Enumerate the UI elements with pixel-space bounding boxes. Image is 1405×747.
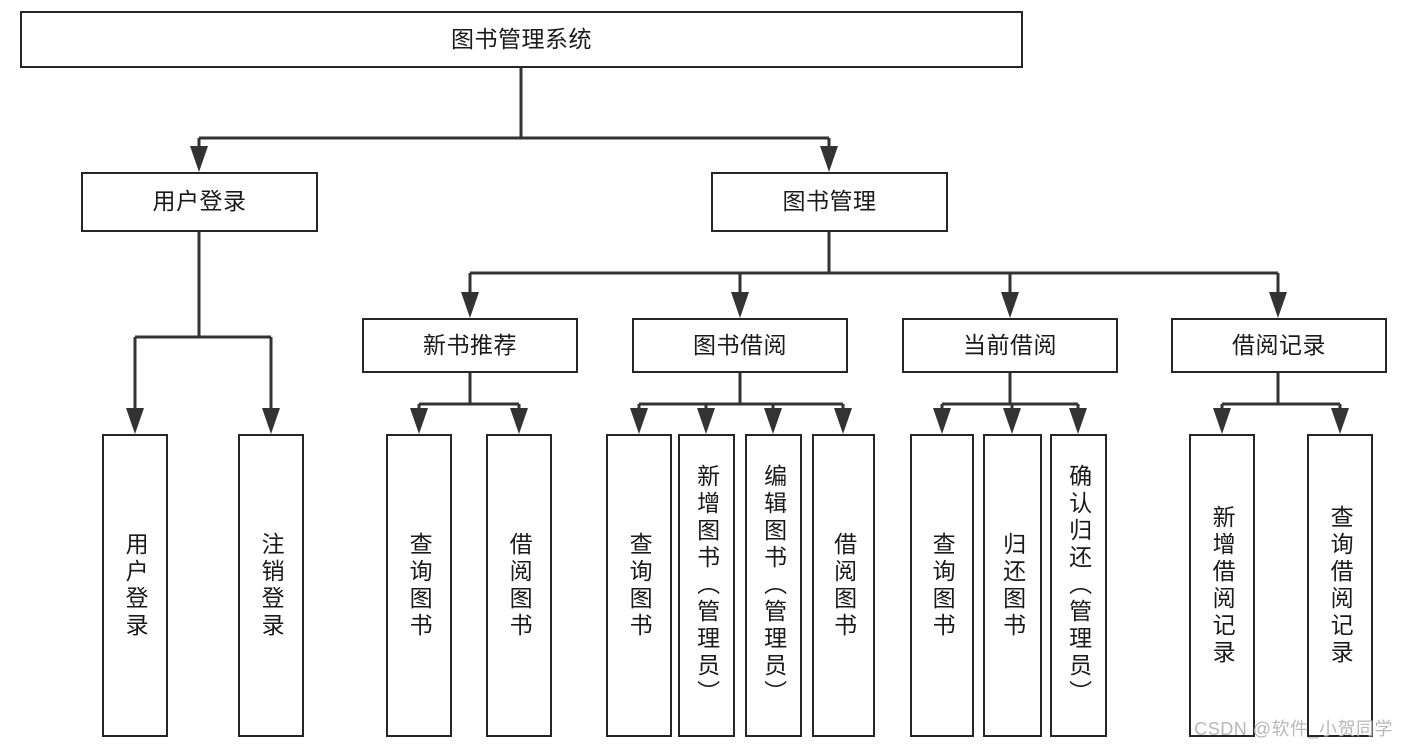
node-label-leaf-query-book-1: 查询图书: [406, 531, 433, 640]
conn-book-manage-arrowhead-2: [1001, 292, 1019, 318]
node-label-root: 图书管理系统: [451, 25, 592, 52]
node-book-manage[interactable]: 图书管理: [711, 172, 948, 232]
node-label-leaf-confirm-return: 确认归还（管理员）: [1065, 464, 1092, 707]
node-user-login[interactable]: 用户登录: [81, 172, 318, 232]
conn-current-borrow-arrowhead-2: [1069, 408, 1087, 434]
conn-borrow-record-arrowhead-0: [1213, 408, 1231, 434]
node-leaf-query-book-2[interactable]: 查询图书: [606, 434, 672, 737]
node-borrow-record[interactable]: 借阅记录: [1171, 318, 1387, 373]
conn-book-borrow-arrowhead-0: [630, 408, 648, 434]
node-label-leaf-borrow-book-2: 借阅图书: [830, 531, 857, 640]
node-new-book-rec[interactable]: 新书推荐: [362, 318, 578, 373]
conn-borrow-record-arrowhead-1: [1331, 408, 1349, 434]
node-label-leaf-add-record: 新增借阅记录: [1209, 504, 1236, 667]
node-label-leaf-return-book: 归还图书: [999, 531, 1026, 640]
node-label-leaf-query-book-2: 查询图书: [626, 531, 653, 640]
conn-book-borrow-arrowhead-2: [764, 408, 782, 434]
node-label-leaf-user-login: 用户登录: [122, 531, 149, 640]
node-leaf-add-book[interactable]: 新增图书（管理员）: [678, 434, 735, 737]
node-leaf-confirm-return[interactable]: 确认归还（管理员）: [1050, 434, 1107, 737]
node-label-leaf-query-record: 查询借阅记录: [1327, 504, 1354, 667]
node-label-user-login: 用户登录: [152, 188, 247, 215]
node-label-borrow-record: 借阅记录: [1232, 331, 1326, 358]
conn-book-manage-arrowhead-1: [731, 292, 749, 318]
node-label-leaf-add-book: 新增图书（管理员）: [693, 464, 720, 707]
conn-book-borrow-arrowhead-3: [834, 408, 852, 434]
conn-root-arrowhead-0: [190, 146, 208, 172]
node-root[interactable]: 图书管理系统: [20, 11, 1023, 68]
conn-new-book-rec-arrowhead-1: [510, 408, 528, 434]
conn-book-manage-arrowhead-3: [1269, 292, 1287, 318]
node-leaf-user-logout[interactable]: 注销登录: [238, 434, 304, 737]
node-leaf-query-book-3[interactable]: 查询图书: [910, 434, 974, 737]
node-label-book-borrow: 图书借阅: [693, 331, 787, 358]
conn-user-login-arrowhead-1: [262, 408, 280, 434]
node-label-new-book-rec: 新书推荐: [423, 331, 517, 358]
node-leaf-return-book[interactable]: 归还图书: [983, 434, 1042, 737]
node-label-book-manage: 图书管理: [782, 188, 877, 215]
node-book-borrow[interactable]: 图书借阅: [632, 318, 848, 373]
node-leaf-query-book-1[interactable]: 查询图书: [386, 434, 452, 737]
node-leaf-borrow-book-2[interactable]: 借阅图书: [812, 434, 875, 737]
conn-book-borrow-arrowhead-1: [697, 408, 715, 434]
node-label-leaf-query-book-3: 查询图书: [929, 531, 956, 640]
node-label-current-borrow: 当前借阅: [963, 331, 1057, 358]
node-leaf-add-record[interactable]: 新增借阅记录: [1189, 434, 1255, 737]
node-leaf-user-login[interactable]: 用户登录: [102, 434, 168, 737]
node-current-borrow[interactable]: 当前借阅: [902, 318, 1118, 373]
node-label-leaf-edit-book: 编辑图书（管理员）: [760, 464, 787, 707]
conn-current-borrow-arrowhead-1: [1003, 408, 1021, 434]
node-leaf-query-record[interactable]: 查询借阅记录: [1307, 434, 1373, 737]
node-label-leaf-borrow-book-1: 借阅图书: [506, 531, 533, 640]
node-leaf-borrow-book-1[interactable]: 借阅图书: [486, 434, 552, 737]
conn-user-login-arrowhead-0: [126, 408, 144, 434]
conn-root-arrowhead-1: [820, 146, 838, 172]
conn-new-book-rec-arrowhead-0: [410, 408, 428, 434]
node-label-leaf-user-logout: 注销登录: [258, 531, 285, 640]
conn-current-borrow-arrowhead-0: [933, 408, 951, 434]
conn-book-manage-arrowhead-0: [461, 292, 479, 318]
node-leaf-edit-book[interactable]: 编辑图书（管理员）: [745, 434, 802, 737]
